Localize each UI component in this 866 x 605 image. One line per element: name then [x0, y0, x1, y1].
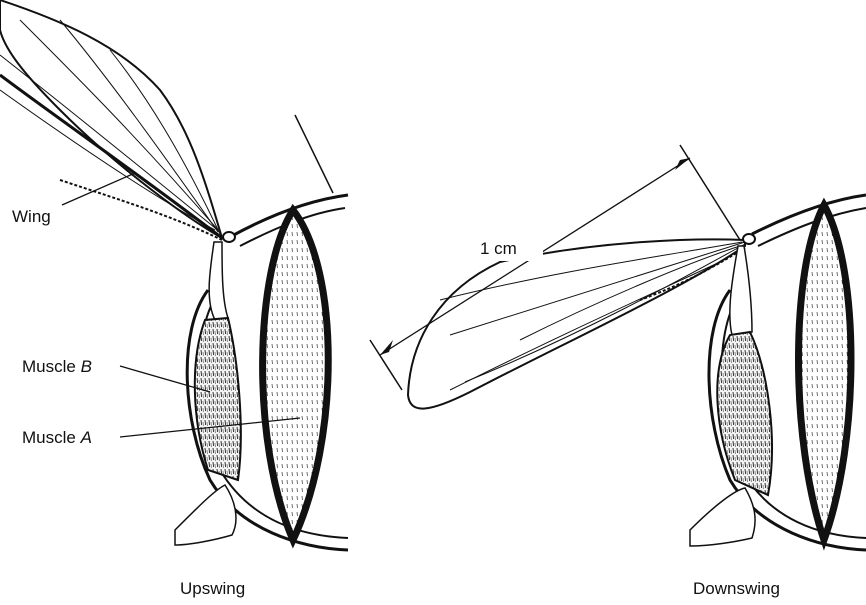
upswing-wing: [0, 0, 222, 240]
downswing-thorax-outer: [752, 195, 866, 234]
muscle-b-label: Muscle B: [22, 357, 92, 376]
muscle-a-label: Muscle A: [22, 428, 92, 447]
upswing-panel: [0, 0, 348, 550]
downswing-tendon: [730, 246, 752, 335]
downswing-muscle-a: [799, 205, 852, 540]
upswing-leg: [175, 485, 236, 545]
upswing-hinge: [223, 232, 235, 242]
wing-label: Wing: [12, 207, 51, 226]
downswing-leg: [690, 488, 755, 546]
upswing-muscle-a: [263, 210, 329, 540]
downswing-panel: [370, 145, 866, 550]
upswing-tendon: [209, 242, 228, 320]
downswing-hinge: [743, 234, 755, 244]
downswing-wing: [408, 239, 745, 408]
upswing-tick-line: [295, 115, 333, 193]
upswing-caption: Upswing: [180, 579, 245, 598]
downswing-caption: Downswing: [693, 579, 780, 598]
scale-label: 1 cm: [480, 239, 517, 258]
